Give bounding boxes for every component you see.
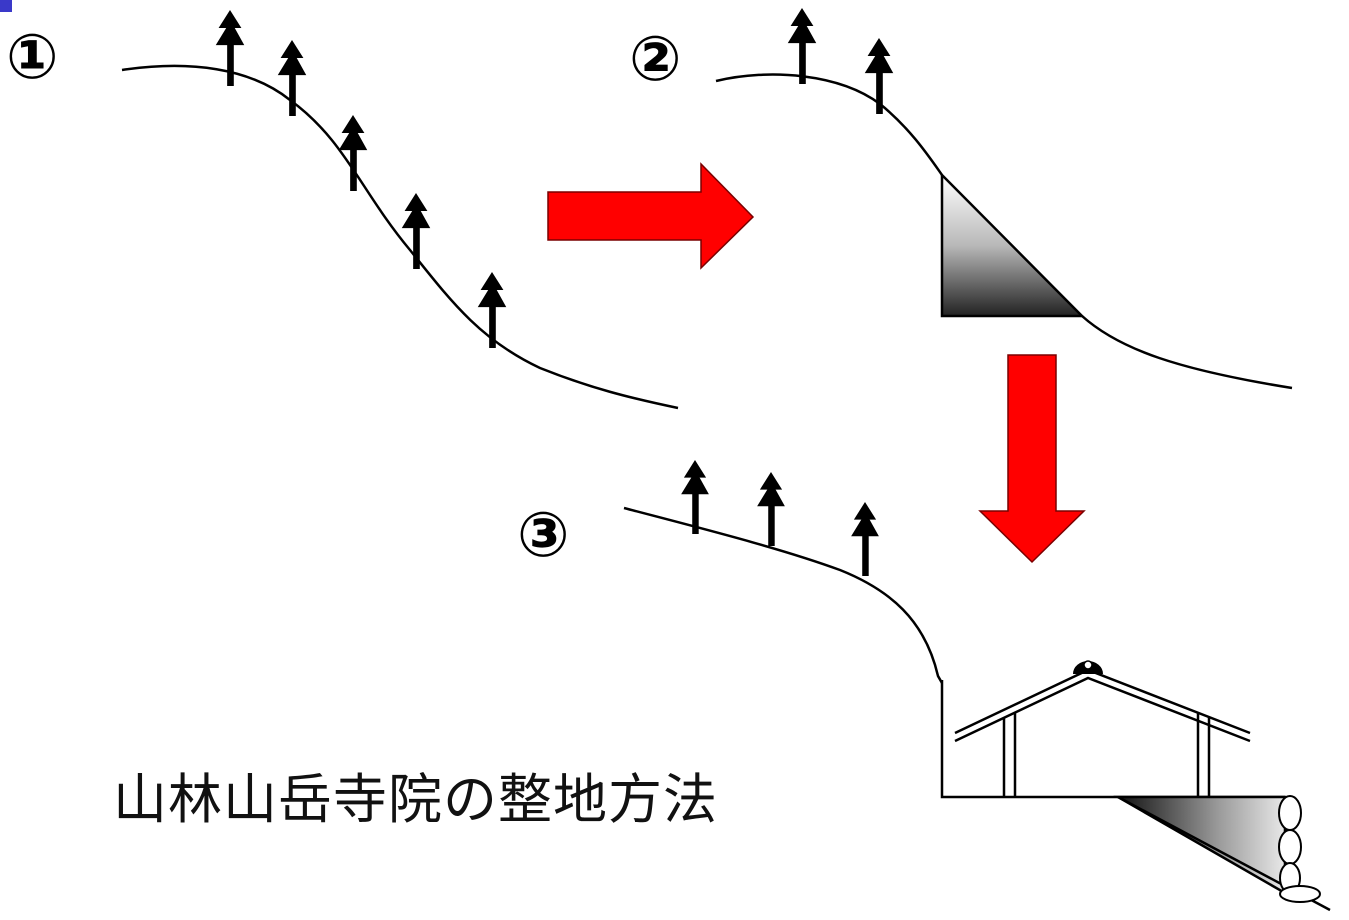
slope-2-lower-line: [1081, 315, 1293, 390]
tree-icon: [787, 8, 817, 84]
step-1-label: ①: [6, 20, 59, 93]
arrow-icon: [547, 162, 755, 270]
step-2-label: ②: [629, 22, 682, 95]
slope-panel-1: [121, 10, 679, 410]
tree-icon: [757, 472, 785, 546]
slope-3-line: [623, 506, 944, 684]
tree-icon: [851, 502, 879, 576]
terrace-line: [940, 680, 1285, 799]
caption: 山林山岳寺院の整地方法: [113, 768, 718, 831]
slope-panel-3: [623, 460, 1331, 912]
step-3-label: ③: [517, 498, 570, 571]
cut-wedge: [940, 171, 1086, 318]
arrow-icon: [978, 354, 1086, 564]
slope-panel-2: [715, 8, 1293, 390]
tree-icon: [864, 38, 894, 114]
corner-mark: [0, 0, 12, 12]
tree-icon: [477, 272, 507, 348]
slope-1-line: [121, 64, 679, 410]
tree-icon: [401, 193, 431, 269]
retaining-stones: [1278, 795, 1321, 903]
temple-icon: [954, 660, 1251, 797]
slope-2-line: [715, 73, 944, 176]
tree-icon: [277, 40, 307, 116]
